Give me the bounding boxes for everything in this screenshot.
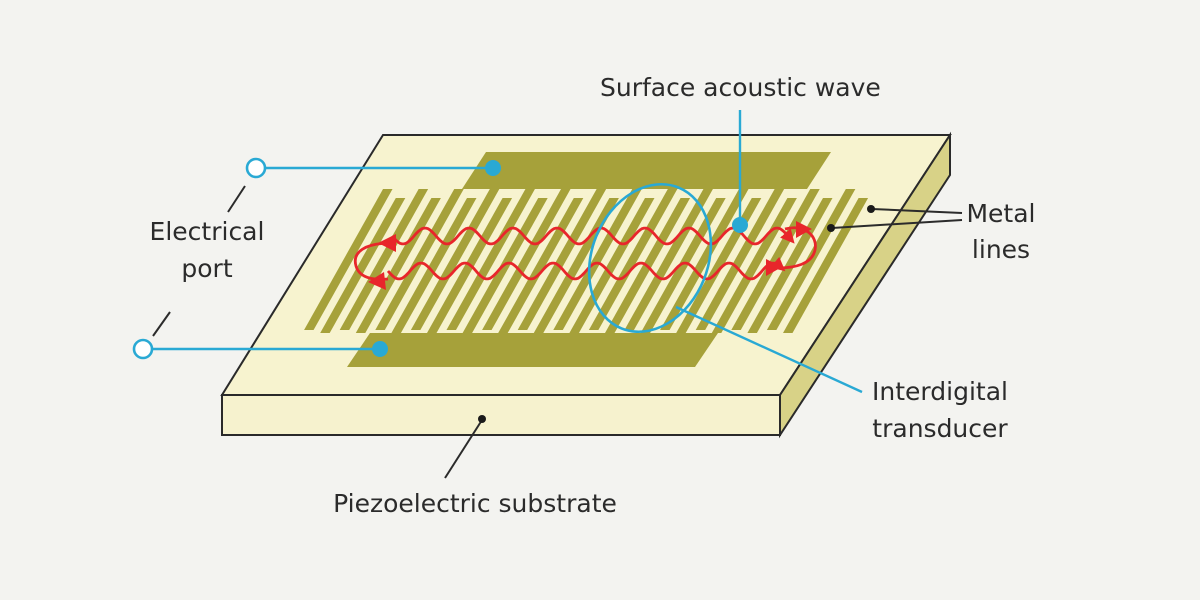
- metal-line: [695, 189, 785, 330]
- bottom-bus-bar: [347, 333, 718, 367]
- substrate-front-face: [221, 394, 781, 436]
- electrode-bus-bars: [347, 152, 831, 367]
- metal-line: [783, 198, 869, 333]
- metal-line: [375, 189, 464, 330]
- metal-line: [640, 198, 726, 333]
- wave-arrowhead-left: [378, 234, 396, 252]
- label-electrical-port-line1: Electrical: [150, 217, 265, 246]
- wave-arrowhead-lower-right: [766, 259, 782, 276]
- metal-line: [339, 189, 429, 330]
- label-piezoelectric-substrate: Piezoelectric substrate: [333, 489, 617, 518]
- wave-upper: [390, 226, 795, 246]
- electrode-contact-top: [485, 160, 501, 176]
- metal-line: [410, 189, 500, 330]
- metal-lines: [304, 189, 869, 333]
- metal-line: [482, 189, 571, 330]
- metal-line: [553, 189, 642, 330]
- metal-line: [660, 189, 749, 330]
- label-metal-lines-line1: Metal: [966, 199, 1035, 228]
- label-surface-acoustic-wave: Surface acoustic wave: [600, 73, 881, 102]
- metal-line: [446, 189, 535, 330]
- electrical-port-leads: [132, 157, 501, 360]
- metal-line: [320, 198, 406, 333]
- transducer-highlight-ellipse: [587, 182, 713, 334]
- label-interdigital-transducer-line1: Interdigital: [872, 377, 1008, 406]
- wave-lower: [386, 256, 786, 281]
- electrode-contact-bottom: [372, 341, 388, 357]
- label-interdigital-transducer-line2: transducer: [872, 414, 1008, 443]
- metal-line: [747, 198, 833, 333]
- metal-line: [517, 189, 607, 330]
- port-terminal-top: [245, 157, 267, 179]
- port-terminal-bottom: [132, 338, 154, 360]
- wave-arrowhead-right: [796, 221, 812, 238]
- surface-acoustic-wave-path: [353, 221, 817, 290]
- wave-arrowhead-lower-left: [368, 272, 386, 290]
- top-bus-bar: [462, 152, 831, 189]
- wave-marker-dot: [732, 217, 748, 233]
- metal-line: [711, 198, 797, 333]
- metal-line: [304, 189, 393, 330]
- label-electrical-port-line2: port: [181, 254, 232, 283]
- metal-line: [569, 198, 655, 333]
- metal-line: [624, 189, 713, 330]
- label-leaders: [444, 110, 963, 479]
- metal-line: [588, 189, 678, 330]
- label-metal-lines-line2: lines: [972, 235, 1030, 264]
- metal-line: [391, 198, 477, 333]
